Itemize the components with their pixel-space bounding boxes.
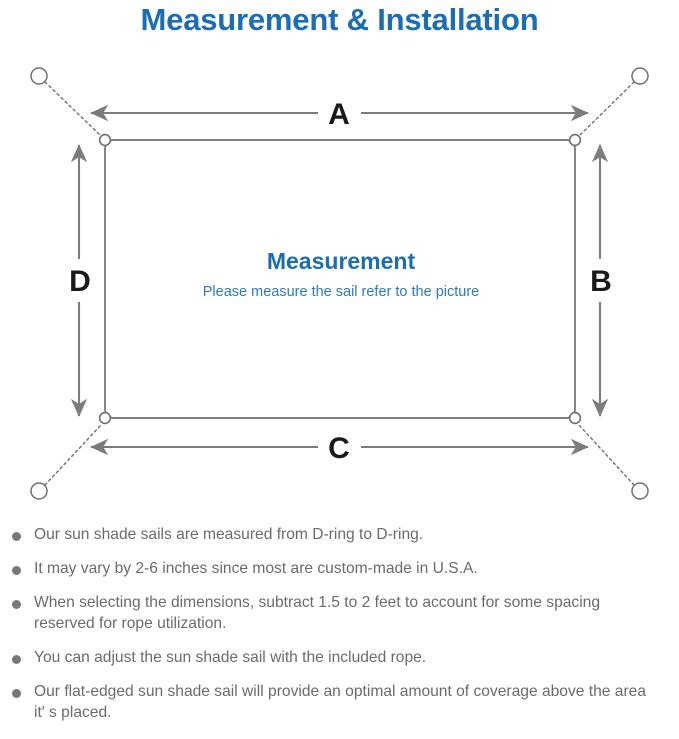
d-ring-bottom-left [98,411,112,425]
note-text: When selecting the dimensions, subtract … [34,594,601,632]
measurement-subtext: Please measure the sail refer to the pic… [203,284,479,300]
rope-top-right [578,81,635,137]
dimension-label-a: A [328,98,350,131]
sail-body [104,139,576,419]
anchor-point-top-left [30,67,48,85]
list-item: When selecting the dimensions, subtract … [0,592,679,634]
anchor-point-bottom-right [631,482,649,500]
rope-bottom-left [44,424,102,486]
rope-lines [44,81,635,486]
bullet-icon [12,655,21,664]
anchor-point-bottom-left [30,482,48,500]
d-ring-bottom-right [568,411,582,425]
sail-measurement-diagram: A C D B Measurement Please measure the s… [0,44,679,514]
list-item: You can adjust the sun shade sail with t… [0,647,679,668]
page-title: Measurement & Installation [140,2,539,37]
d-ring-top-right [568,133,582,147]
rope-top-left [44,81,102,137]
d-rings [98,133,582,425]
list-item: Our flat-edged sun shade sail will provi… [0,681,679,723]
bullet-icon [12,600,21,609]
measurement-heading: Measurement [267,248,416,274]
dimension-label-c: C [328,432,350,465]
bullet-icon [12,532,21,541]
rope-bottom-right [578,424,635,486]
anchor-point-top-right [631,67,649,85]
bullet-icon [12,566,21,575]
note-text: Our sun shade sails are measured from D-… [34,526,424,543]
note-text: Our flat-edged sun shade sail will provi… [34,683,646,721]
bullet-icon [12,689,21,698]
anchor-points [30,67,649,500]
note-text: It may vary by 2-6 inches since most are… [34,560,478,577]
list-item: It may vary by 2-6 inches since most are… [0,558,679,579]
notes-list: Our sun shade sails are measured from D-… [0,524,679,736]
d-ring-top-left [98,133,112,147]
dimension-label-b: B [590,265,612,298]
note-text: You can adjust the sun shade sail with t… [34,649,427,666]
dimension-label-d: D [69,265,91,298]
list-item: Our sun shade sails are measured from D-… [0,524,679,545]
